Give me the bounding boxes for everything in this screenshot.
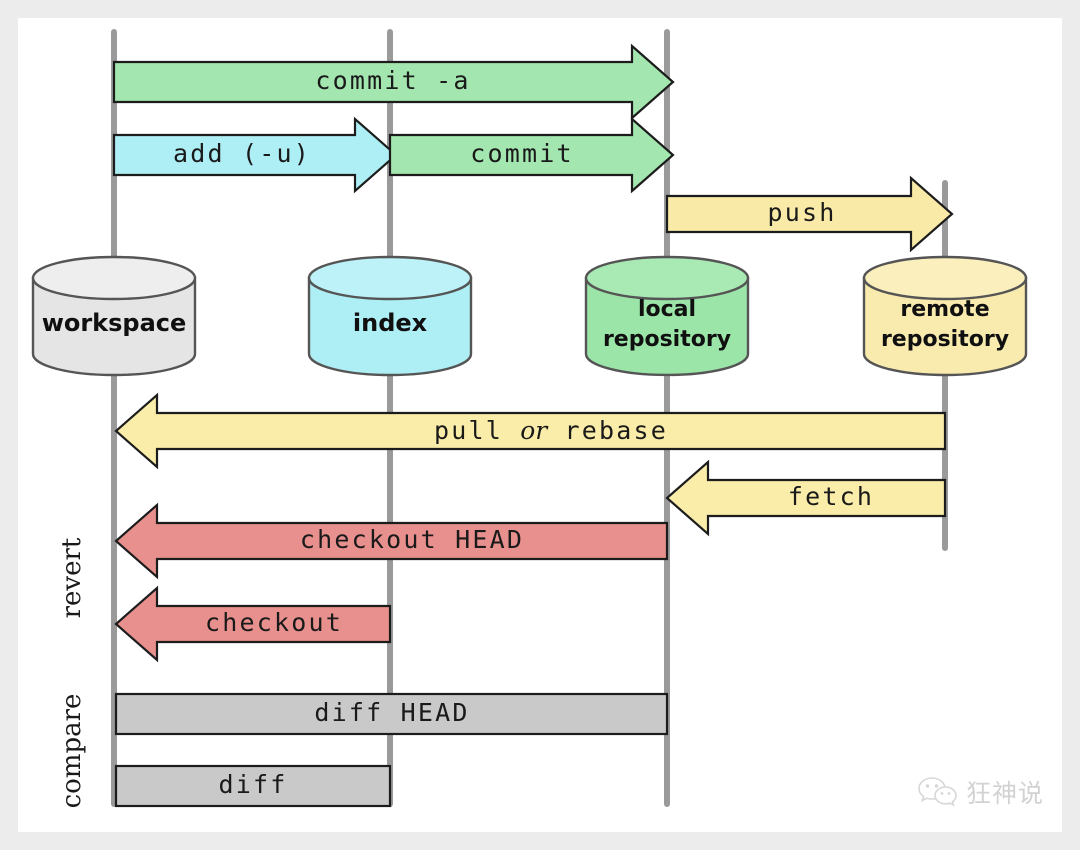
arrow-label-add-u: add (-u) (173, 139, 311, 168)
arrow-add-u[interactable]: add (-u) (112, 116, 398, 194)
arrow-label-fetch: fetch (788, 482, 874, 511)
side-label-revert-text: revert (57, 537, 87, 618)
arrow-checkout-head[interactable]: checkout HEAD (114, 502, 669, 580)
node-label-remote-line1: remote (900, 297, 989, 322)
node-local-repository[interactable]: local repository (584, 255, 750, 377)
node-remote-repository[interactable]: remote repository (862, 255, 1028, 377)
side-label-revert: revert (57, 537, 87, 618)
node-index[interactable]: index (307, 255, 473, 377)
bar-diff[interactable]: diff (114, 764, 392, 808)
node-workspace[interactable]: workspace (31, 255, 197, 377)
git-workflow-diagram: commit -a add (-u) commit push (18, 18, 1062, 832)
arrow-label-checkout: checkout (205, 608, 343, 637)
arrow-label-push: push (767, 198, 836, 227)
arrow-fetch[interactable]: fetch (665, 459, 947, 537)
side-label-compare-text: compare (57, 694, 87, 809)
arrow-commit[interactable]: commit (388, 116, 675, 194)
bar-diff-head[interactable]: diff HEAD (114, 692, 669, 736)
bar-label-diff: diff (218, 770, 287, 799)
bar-label-diff-head: diff HEAD (314, 698, 469, 727)
side-label-compare: compare (57, 694, 87, 809)
arrow-push[interactable]: push (665, 175, 954, 253)
diagram-canvas: commit -a add (-u) commit push (18, 18, 1062, 832)
node-label-workspace: workspace (42, 309, 187, 337)
diagram-svg: commit -a add (-u) commit push (31, 29, 1028, 809)
node-label-local-line1: local (638, 297, 696, 322)
arrow-checkout[interactable]: checkout (114, 585, 392, 663)
node-label-index: index (353, 309, 428, 337)
arrow-label-pull-or-rebase: pull or rebase (434, 416, 668, 446)
pull-text: pull (434, 416, 503, 445)
node-label-local-line2: repository (603, 327, 731, 352)
or-text: or (520, 416, 549, 445)
arrow-commit-a[interactable]: commit -a (112, 43, 675, 121)
node-label-remote-line2: repository (881, 327, 1009, 352)
arrow-label-commit-a: commit -a (315, 66, 470, 95)
arrow-label-checkout-head: checkout HEAD (300, 525, 524, 554)
rebase-text: rebase (565, 416, 669, 445)
arrow-label-commit: commit (470, 139, 574, 168)
arrow-pull-or-rebase[interactable]: pull or rebase (114, 392, 947, 470)
